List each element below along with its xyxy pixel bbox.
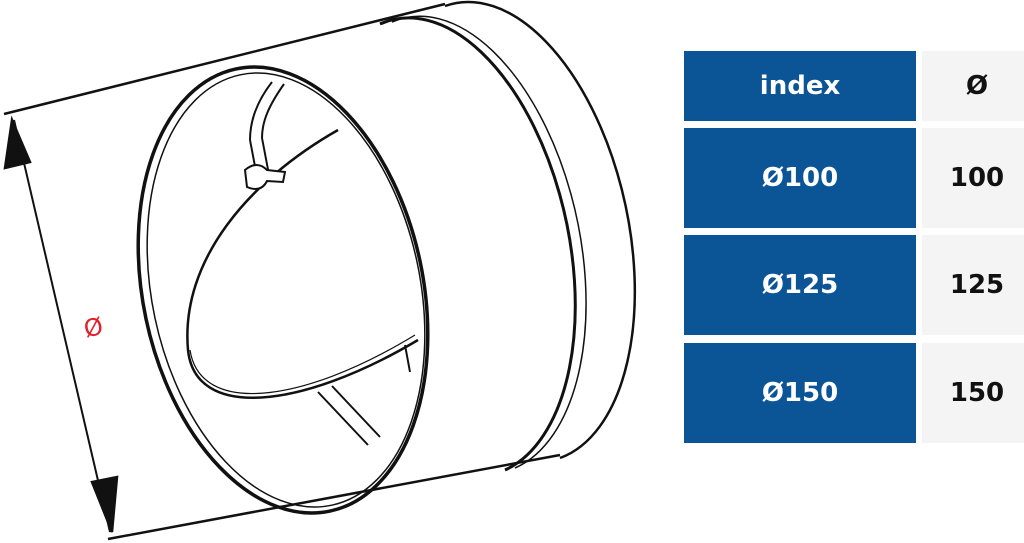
front-ring (136, 65, 430, 515)
arrow-down-icon (90, 475, 119, 533)
header-diameter: Ø (922, 51, 1024, 121)
duct-connector-drawing: Ø (3, 0, 637, 541)
arrow-up-icon (3, 115, 32, 170)
header-index: index (684, 51, 916, 121)
dimension-label: Ø (81, 312, 105, 343)
row-index-cell: Ø100 (684, 128, 916, 228)
dimension-lines: Ø (3, 2, 561, 541)
row-diameter-cell: 125 (922, 235, 1024, 335)
damper-flap (186, 81, 419, 446)
row-index-cell: Ø125 (684, 235, 916, 335)
row-index-cell: Ø150 (684, 343, 916, 443)
rear-body (379, 0, 637, 472)
row-diameter-cell: 150 (922, 343, 1024, 443)
row-diameter-cell: 100 (922, 128, 1024, 228)
